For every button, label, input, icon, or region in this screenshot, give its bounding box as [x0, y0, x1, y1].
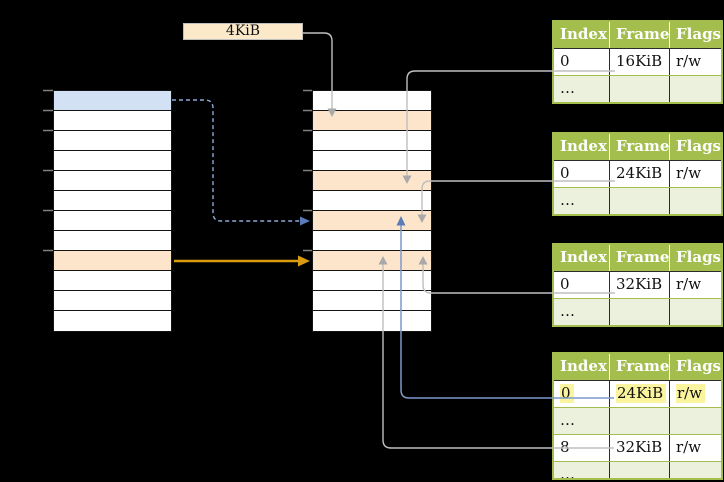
memory-row	[54, 151, 171, 171]
cell-frame	[609, 408, 669, 434]
table-row: 0 32KiB r/w	[554, 271, 721, 298]
cell-index: 0	[560, 164, 570, 182]
column-header-flags: Flags	[669, 134, 721, 160]
cell-flags	[669, 188, 721, 214]
memory-row	[54, 191, 171, 211]
table-row: 0 16KiB r/w	[554, 48, 721, 75]
cell-flags-highlighted: r/w	[676, 384, 706, 403]
address-ticks-left	[43, 89, 53, 252]
column-header-frame: Frame	[609, 354, 669, 380]
cell-frame: 32KiB	[609, 272, 669, 298]
cell-frame	[609, 462, 669, 478]
cell-frame: 32KiB	[609, 435, 669, 461]
cell-flags: r/w	[669, 161, 721, 187]
column-header-index: Index	[560, 137, 607, 155]
memory-row-highlight-peach	[313, 251, 431, 271]
memory-row	[54, 171, 171, 191]
cell-flags	[669, 299, 721, 325]
cell-index: …	[560, 465, 575, 478]
table-row-ellipsis: …	[554, 75, 721, 102]
arrow-left-blue-row-to-middle	[172, 99, 310, 226]
page-table-4: Index Frame Flags 0 24KiB r/w … 8 32KiB …	[552, 352, 723, 480]
column-header-index: Index	[560, 248, 607, 266]
memory-row	[54, 311, 171, 331]
memory-row	[313, 231, 431, 251]
page-table-3: Index Frame Flags 0 32KiB r/w …	[552, 243, 723, 327]
memory-row-highlight-peach	[54, 251, 171, 271]
cell-index: 0	[560, 52, 570, 70]
cell-index: …	[560, 191, 575, 209]
column-header-flags: Flags	[669, 354, 721, 380]
cell-index: 8	[560, 438, 570, 456]
cell-index: …	[560, 79, 575, 97]
memory-row	[313, 191, 431, 211]
page-table-1-header: Index Frame Flags	[554, 22, 721, 48]
table-row-ellipsis: …	[554, 298, 721, 325]
page-table-1: Index Frame Flags 0 16KiB r/w …	[552, 20, 723, 104]
size-label: 4KiB	[225, 23, 261, 39]
table-row: 8 32KiB r/w	[554, 434, 721, 461]
column-header-index: Index	[560, 357, 607, 375]
cell-flags	[669, 76, 721, 102]
memory-row-highlight-peach	[313, 111, 431, 131]
cell-flags	[669, 462, 721, 478]
table-row: 0 24KiB r/w	[554, 160, 721, 187]
memory-row	[54, 111, 171, 131]
size-label-box: 4KiB	[183, 23, 303, 40]
cell-index-highlighted: 0	[560, 384, 574, 403]
cell-frame	[609, 76, 669, 102]
page-table-2-header: Index Frame Flags	[554, 134, 721, 160]
cell-index: 0	[560, 275, 570, 293]
memory-column-left	[53, 90, 172, 332]
cell-frame-highlighted: 24KiB	[616, 384, 667, 403]
memory-row	[54, 211, 171, 231]
memory-row-highlight-peach	[313, 171, 431, 191]
memory-row-highlight-peach	[313, 211, 431, 231]
memory-column-middle	[312, 90, 432, 332]
memory-row	[313, 91, 431, 111]
memory-row	[313, 311, 431, 331]
memory-row	[54, 231, 171, 251]
cell-flags: r/w	[669, 272, 721, 298]
memory-row-highlight-blue	[54, 91, 171, 111]
arrow-left-peach-row-to-middle	[174, 255, 310, 267]
page-table-3-header: Index Frame Flags	[554, 245, 721, 271]
cell-flags: r/w	[669, 49, 721, 75]
cell-frame	[609, 188, 669, 214]
table-row-ellipsis: …	[554, 187, 721, 214]
memory-row	[313, 151, 431, 171]
cell-index: …	[560, 411, 575, 429]
column-header-frame: Frame	[609, 134, 669, 160]
table-row-ellipsis: …	[554, 407, 721, 434]
cell-frame: 24KiB	[609, 161, 669, 187]
column-header-flags: Flags	[669, 22, 721, 48]
cell-frame	[609, 299, 669, 325]
table-row-highlighted: 0 24KiB r/w	[554, 380, 721, 407]
cell-index: …	[560, 302, 575, 320]
column-header-flags: Flags	[669, 245, 721, 271]
cell-flags: r/w	[669, 435, 721, 461]
table-row-ellipsis: …	[554, 461, 721, 478]
memory-row	[313, 291, 431, 311]
page-table-4-header: Index Frame Flags	[554, 354, 721, 380]
memory-row	[54, 271, 171, 291]
column-header-frame: Frame	[609, 22, 669, 48]
memory-row	[54, 291, 171, 311]
column-header-frame: Frame	[609, 245, 669, 271]
address-ticks-middle	[303, 89, 312, 252]
cell-frame: 16KiB	[609, 49, 669, 75]
page-table-2: Index Frame Flags 0 24KiB r/w …	[552, 132, 723, 216]
memory-row	[313, 131, 431, 151]
memory-row	[54, 131, 171, 151]
memory-row	[313, 271, 431, 291]
cell-flags	[669, 408, 721, 434]
column-header-index: Index	[560, 25, 607, 43]
